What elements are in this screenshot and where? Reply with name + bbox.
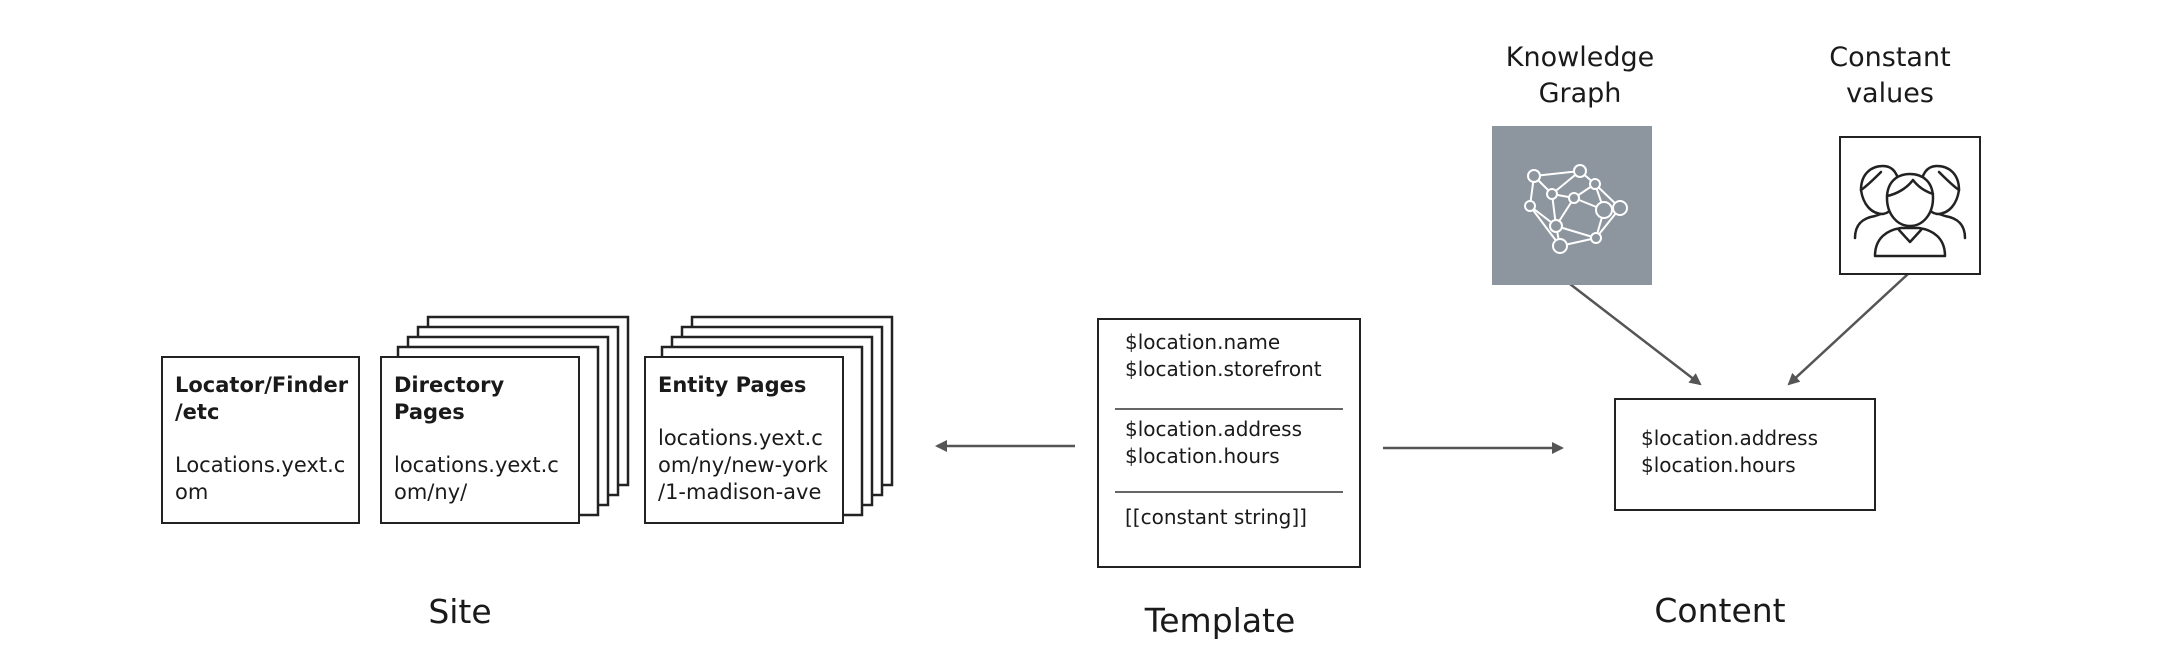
template-line-storefront: $location.storefront [1125,357,1322,381]
template-divider-1 [1115,408,1343,410]
network-graph-icon [1524,164,1628,254]
site-caption: Site [428,592,492,631]
content-caption: Content [1654,591,1786,630]
knowledge-graph-label-line2: Graph [1538,78,1622,109]
template-line-name: $location.name [1125,330,1281,354]
constant-values-label-line2: values [1846,78,1934,109]
people-group-icon [1853,164,1967,258]
directory-title-line1: Directory [394,373,505,397]
knowledge-graph-label-line1: Knowledge [1505,42,1655,73]
locator-page-box: Locator/Finder /etc Locations.yext.c om [161,356,360,524]
constant-values-label-line1: Constant [1829,42,1951,73]
template-caption: Template [1144,601,1296,640]
entity-title: Entity Pages [658,373,807,397]
template-box: $location.name $location.storefront $loc… [1097,318,1361,568]
template-line-constant: [[constant string]] [1125,505,1307,529]
template-line-address: $location.address [1125,417,1303,441]
template-divider-2 [1115,491,1343,493]
directory-page-box: Directory Pages locations.yext.c om/ny/ [380,356,580,524]
directory-title-line2: Pages [394,400,465,424]
knowledge-graph-tile [1492,126,1652,285]
entity-page-box: Entity Pages locations.yext.c om/ny/new-… [644,356,844,524]
entity-url-line3: /1-madison-ave [658,480,822,504]
content-box: $location.address $location.hours [1614,398,1876,511]
template-line-hours: $location.hours [1125,444,1280,468]
entity-url-line1: locations.yext.c [658,426,823,450]
locator-title-line2: /etc [175,400,220,424]
entity-url-line2: om/ny/new-york [658,453,828,477]
locator-title-line1: Locator/Finder [175,373,349,397]
content-line-hours: $location.hours [1641,453,1796,477]
locator-url-line1: Locations.yext.c [175,453,346,477]
constant-values-tile [1839,136,1981,275]
directory-url-line1: locations.yext.c [394,453,559,477]
content-line-address: $location.address [1641,426,1819,450]
locator-url-line2: om [175,480,209,504]
directory-url-line2: om/ny/ [394,480,468,504]
arrow-knowledge-graph-to-content [1569,283,1702,386]
arrow-constant-values-to-content [1787,273,1909,386]
